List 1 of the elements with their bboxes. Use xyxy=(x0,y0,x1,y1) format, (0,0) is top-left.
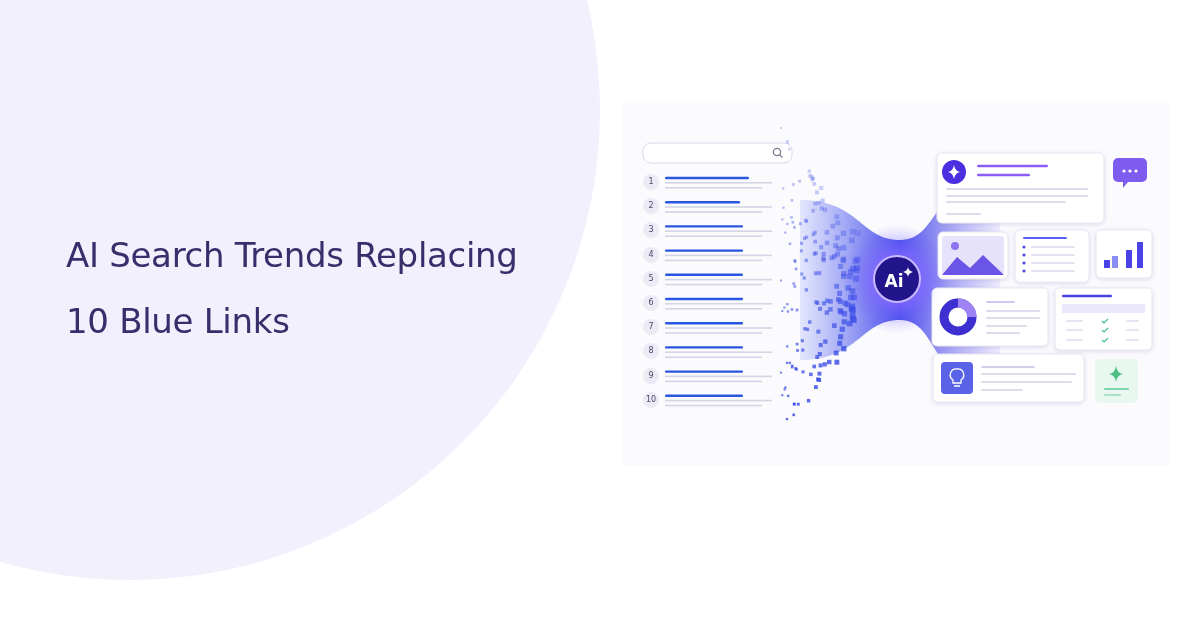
title: AI Search Trends Replacing 10 Blue Links xyxy=(66,234,519,343)
